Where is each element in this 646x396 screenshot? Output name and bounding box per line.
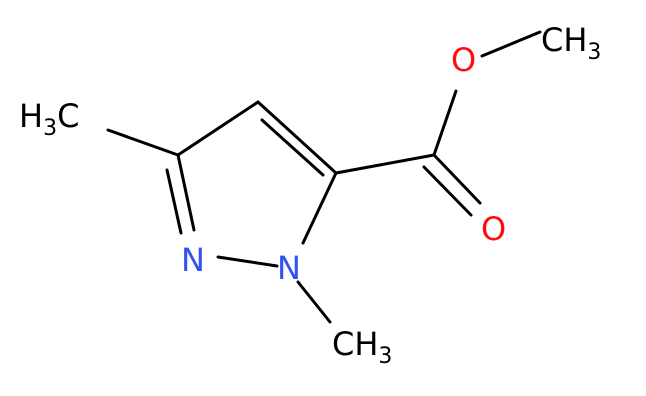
bond-n1-methyl [296, 280, 332, 324]
bond-c3-c4 [176, 100, 260, 157]
atom-ch3-bottom: CH3 [332, 325, 392, 369]
bond-c3-n2-double [165, 168, 183, 235]
bond-c4-c5-double [260, 118, 325, 177]
bond-carboxyl-o-double-b [422, 165, 473, 217]
bond-c4-c5 [256, 100, 338, 175]
bond-c3-n2 [176, 153, 196, 232]
bond-n2-n1 [216, 255, 279, 268]
bond-carboxyl-o-ether [432, 89, 458, 157]
atom-n2: N [181, 241, 205, 279]
bond-c5-carboxyl [334, 153, 436, 175]
bond-c5-n1 [301, 171, 338, 245]
atom-ch3-left: H3C [19, 97, 79, 141]
bonds [106, 30, 542, 324]
atom-ch3-top: CH3 [541, 21, 601, 65]
bond-c3-methyl [106, 128, 180, 157]
atom-o-ether: O [451, 41, 476, 79]
bond-carboxyl-o-double-a [432, 153, 482, 205]
atom-o-carbonyl: O [481, 210, 506, 248]
atom-n1: N [277, 249, 301, 287]
bond-o-methyl [480, 30, 542, 58]
